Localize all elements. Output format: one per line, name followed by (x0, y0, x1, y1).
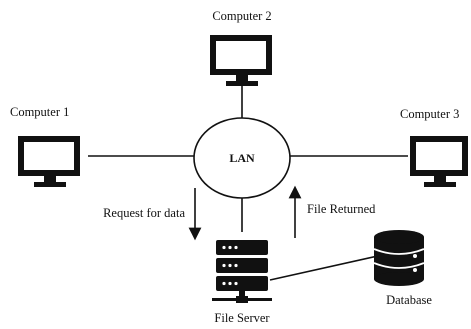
database-cylinder-icon (373, 230, 425, 286)
computer-1-label: Computer 1 (10, 105, 69, 119)
returned-arrow: File Returned (288, 185, 376, 238)
file-server-label: File Server (214, 311, 270, 325)
computer-3-label: Computer 3 (400, 107, 459, 121)
link-fileserver-database (269, 254, 383, 281)
lan-label: LAN (229, 151, 255, 165)
monitor-icon (210, 35, 272, 86)
monitor-icon (410, 136, 468, 187)
file-server: File Server (212, 240, 272, 325)
database-label: Database (386, 293, 432, 307)
server-rack-icon (212, 240, 272, 303)
returned-label: File Returned (307, 202, 376, 216)
computer-2: Computer 2 (210, 9, 272, 86)
request-arrow: Request for data (103, 188, 202, 241)
lan-ellipse (193, 117, 291, 199)
monitor-icon (18, 136, 80, 187)
database: Database (373, 230, 432, 307)
computer-3: Computer 3 (400, 107, 468, 187)
connection-lines (88, 86, 408, 281)
lan-hub: LAN (193, 117, 291, 199)
computer-1: Computer 1 (10, 105, 80, 187)
request-label: Request for data (103, 206, 185, 220)
computer-2-label: Computer 2 (212, 9, 271, 23)
